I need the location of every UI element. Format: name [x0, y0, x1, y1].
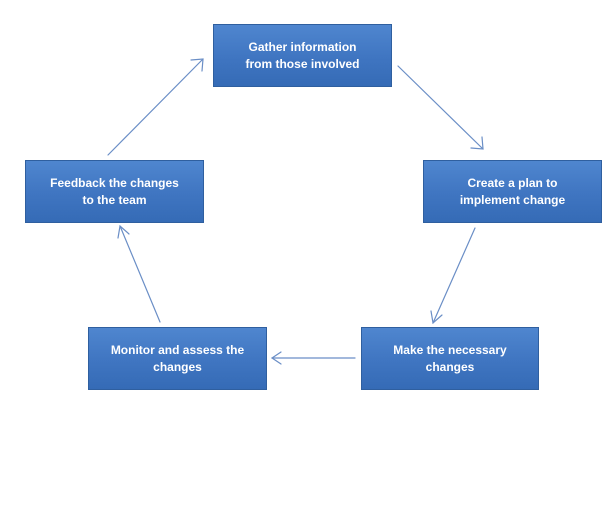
arrow-plan-to-make — [430, 227, 476, 325]
node-monitor-label: Monitor and assess the changes — [110, 342, 245, 374]
arrow-feedback-to-gather — [107, 58, 204, 156]
node-monitor-assess: Monitor and assess the changes — [88, 327, 267, 390]
node-feedback-team: Feedback the changes to the team — [25, 160, 204, 223]
node-feedback-label: Feedback the changes to the team — [50, 175, 179, 207]
node-create-plan: Create a plan to implement change — [423, 160, 602, 223]
node-gather-information: Gather information from those involved — [213, 24, 392, 87]
node-make-changes: Make the necessary changes — [361, 327, 539, 390]
arrow-gather-to-plan — [397, 65, 484, 150]
arrow-monitor-to-feedback — [117, 224, 161, 323]
node-gather-label: Gather information from those involved — [245, 39, 360, 71]
node-plan-label: Create a plan to implement change — [459, 175, 566, 207]
arrow-make-to-monitor — [270, 351, 356, 365]
node-make-label: Make the necessary changes — [393, 342, 507, 374]
